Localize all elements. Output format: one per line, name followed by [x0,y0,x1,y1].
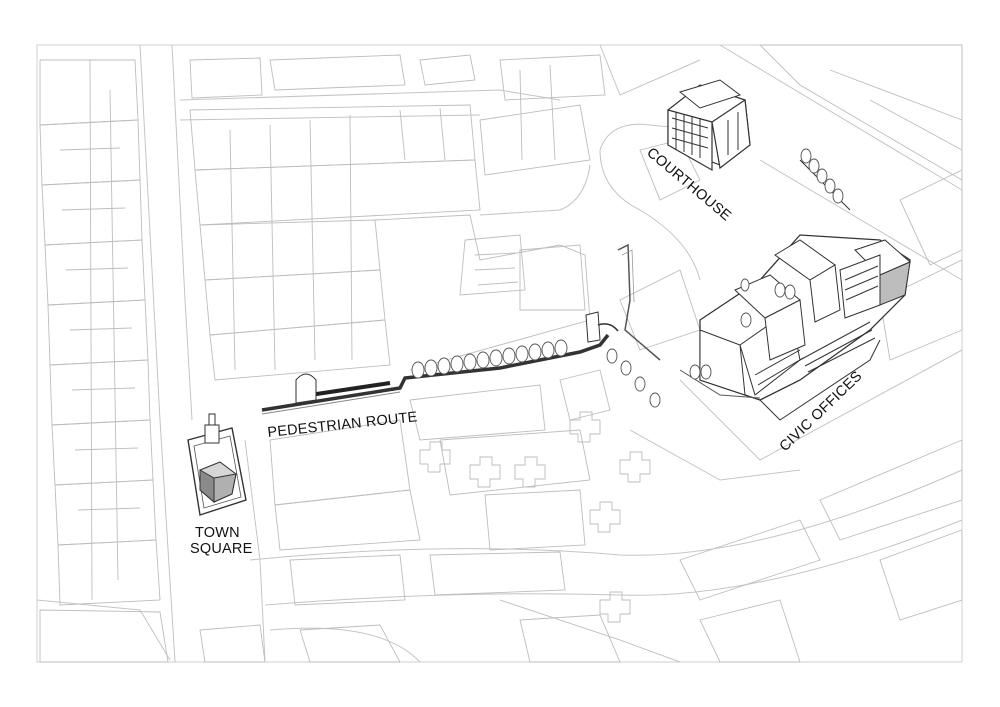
courthouse-building [667,79,751,172]
street-network [36,44,963,663]
civic-offices-building [679,234,911,421]
town-square-building [187,413,247,516]
town-square-label-line2: SQUARE [190,541,253,557]
town-square-label-line1: TOWN [195,525,240,541]
property-plots [39,44,963,663]
pedestrian-route-path [261,243,661,415]
courthouse-tree-row [799,148,851,211]
route-tree-row [411,339,661,408]
